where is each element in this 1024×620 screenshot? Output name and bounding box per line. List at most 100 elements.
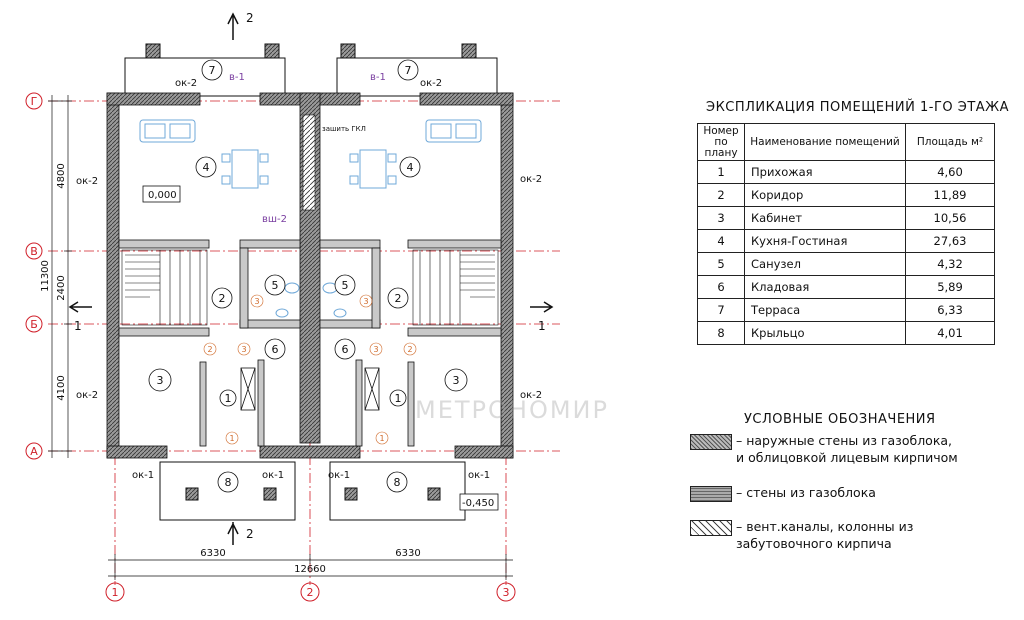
cell-name: Санузел (744, 252, 906, 276)
cell-name: Коридор (744, 183, 906, 207)
cell-num: 6 (697, 275, 745, 299)
room-number: 4 (407, 161, 414, 174)
cell-area: 4,32 (905, 252, 995, 276)
hatch-swatch (690, 520, 732, 536)
axis-letter-bubbles: Г В Б А (25, 92, 43, 460)
staircases (121, 249, 499, 326)
section-label: 1 (74, 319, 82, 333)
closets (240, 367, 380, 411)
door-markers (203, 294, 417, 445)
door-marker-label: 3 (241, 345, 246, 354)
door-marker-label: 1 (229, 434, 234, 443)
cell-num: 5 (697, 252, 745, 276)
cell-num: 2 (697, 183, 745, 207)
cell-name: Кабинет (744, 206, 906, 230)
cell-area: 4,60 (905, 160, 995, 184)
door-marker-label: 2 (407, 345, 412, 354)
room-number: 7 (209, 64, 216, 77)
header-name: Наименование помещений (744, 123, 906, 161)
porches (159, 461, 466, 521)
legend-text: и облицовкой лицевым кирпичом (736, 450, 958, 465)
room-number: 8 (394, 476, 401, 489)
cell-name: Кухня-Гостиная (744, 229, 906, 253)
vent-column (302, 114, 316, 211)
cell-num: 3 (697, 206, 745, 230)
axis-number-bubbles: 1 2 3 (105, 582, 516, 602)
door-marker-label: 3 (363, 297, 368, 306)
window-tag: ок-2 (520, 174, 542, 185)
floor-plan: Г В Б А 1 2 3 4800 2400 4100 11300 (25, 11, 609, 602)
window-tag: ок-2 (520, 390, 542, 401)
window-tag: ок-1 (262, 470, 284, 481)
brick-swatch (690, 434, 732, 450)
room-number: 8 (225, 476, 232, 489)
axis-label: Б (30, 318, 38, 331)
room-number: 4 (203, 161, 210, 174)
dim-2400: 2400 (56, 275, 67, 300)
axis-label: 2 (307, 586, 314, 599)
axis-label: 3 (503, 586, 510, 599)
window-tag: ок-1 (132, 470, 154, 481)
block-swatch (690, 486, 732, 502)
dim-11300: 11300 (40, 260, 51, 292)
window-tag: ок-2 (175, 78, 197, 89)
table-header-row: Номер по плану Наименование помещений Пл… (697, 123, 995, 161)
sofas (139, 119, 482, 143)
header-area: Площадь м² (905, 123, 995, 161)
door-marker-label: 3 (254, 297, 259, 306)
room-number: 3 (157, 374, 164, 387)
window-tag: ок-2 (76, 390, 98, 401)
cell-name: Прихожая (744, 160, 906, 184)
legend-text: забутовочного кирпича (736, 536, 892, 551)
note-gkl: зашить ГКЛ (322, 125, 366, 133)
axis-label: 1 (112, 586, 119, 599)
cell-area: 11,89 (905, 183, 995, 207)
cell-num: 7 (697, 298, 745, 322)
explication-table: Номер по плану Наименование помещений Пл… (697, 123, 995, 345)
legend-text: – стены из газоблока (736, 485, 876, 500)
door-marker-label: 2 (207, 345, 212, 354)
room-number: 6 (342, 343, 349, 356)
room-number: 6 (272, 343, 279, 356)
room-number: 1 (395, 392, 402, 405)
room-number: 2 (219, 292, 226, 305)
window-tag: ок-2 (420, 78, 442, 89)
level-bottom: -0,450 (462, 498, 494, 509)
level-box-bottom (459, 493, 499, 511)
watermark: МЕТРОНОМИР (415, 396, 609, 424)
cell-num: 1 (697, 160, 745, 184)
room-number: 7 (405, 64, 412, 77)
window-tag: ок-2 (76, 176, 98, 187)
cell-area: 10,56 (905, 206, 995, 230)
level-box-top (142, 185, 181, 203)
vertical-dimensions (48, 95, 72, 458)
section-marks (68, 12, 554, 545)
level-top: 0,000 (148, 190, 177, 201)
cell-num: 8 (697, 321, 745, 345)
room-number: 2 (395, 292, 402, 305)
cell-area: 27,63 (905, 229, 995, 253)
cell-area: 4,01 (905, 321, 995, 345)
door-marker-label: 3 (373, 345, 378, 354)
explication-title: ЭКСПЛИКАЦИЯ ПОМЕЩЕНИЙ 1-ГО ЭТАЖА (706, 100, 1010, 115)
room-markers (148, 59, 468, 493)
terraces (124, 43, 498, 97)
cell-name: Терраса (744, 298, 906, 322)
door-tag: в-1 (370, 72, 386, 83)
cell-name: Крыльцо (744, 321, 906, 345)
axis-label: В (30, 245, 38, 258)
axis-label: А (30, 445, 38, 458)
dim-4800: 4800 (56, 163, 67, 188)
door-tag: вш-2 (262, 214, 287, 225)
dim-6330-left: 6330 (200, 548, 225, 559)
horizontal-dimensions (108, 554, 513, 580)
section-label: 2 (246, 11, 254, 25)
